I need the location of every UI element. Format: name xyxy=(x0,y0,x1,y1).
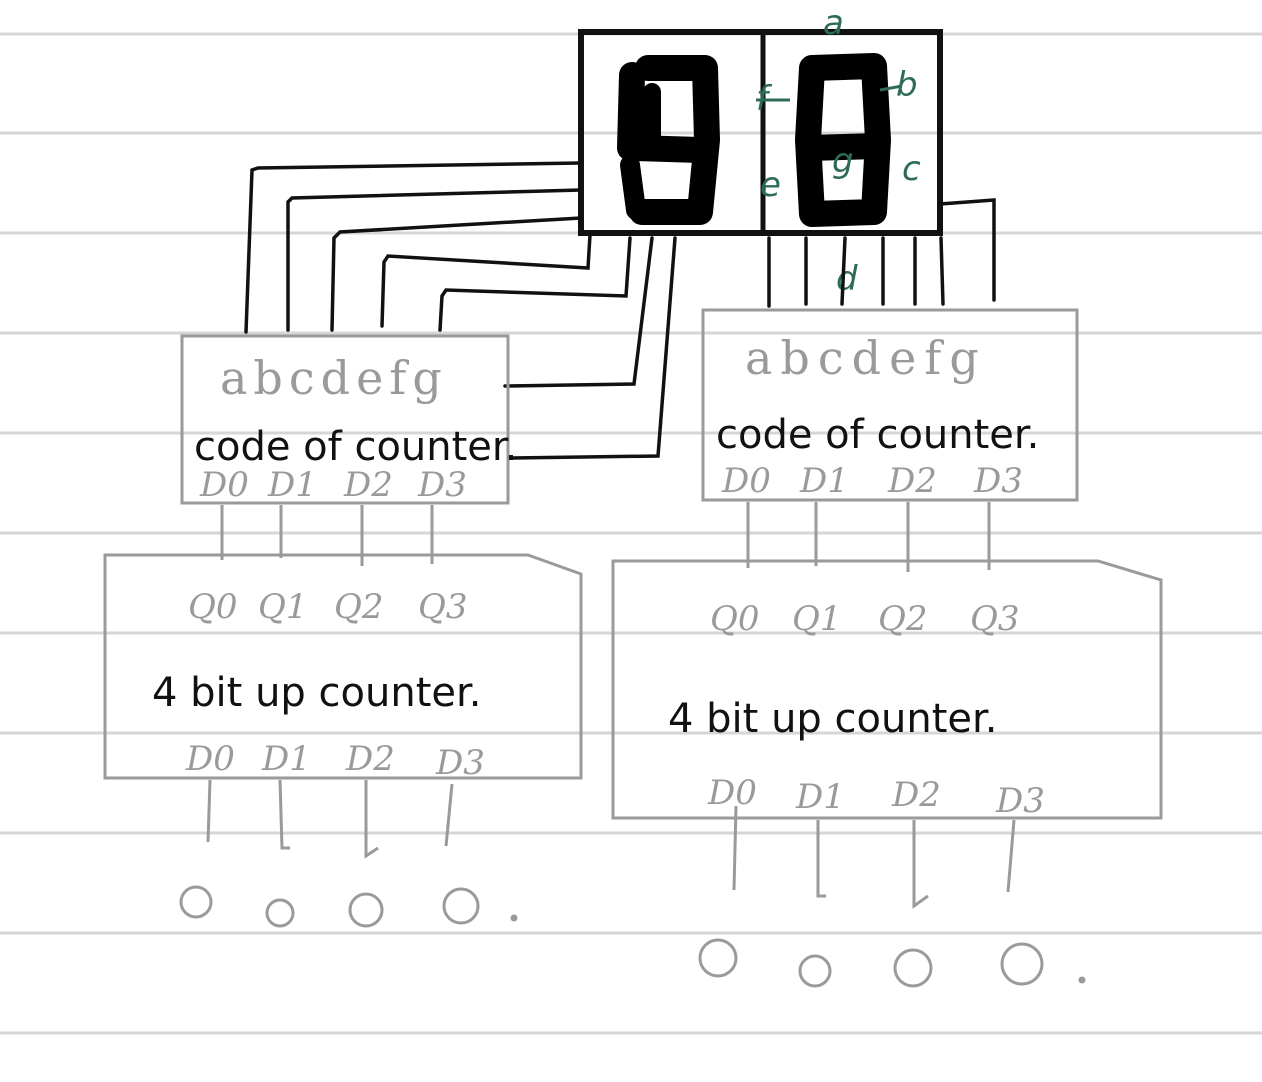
right-input-circle-2 xyxy=(893,948,933,988)
left-input-circle-2 xyxy=(348,892,384,928)
digit-left xyxy=(617,55,720,225)
segment-label-d: d xyxy=(836,259,858,299)
digit-left-value: 9 xyxy=(600,59,601,61)
left-input-circle-1 xyxy=(265,898,295,928)
segment-label-e: e xyxy=(760,165,781,205)
left-counter-output-q3: Q3 xyxy=(418,587,468,627)
right-decoder-input-d0: D0 xyxy=(721,461,771,501)
right-counter-input-d0: D0 xyxy=(707,773,757,813)
right-counter-input-d1: D1 xyxy=(795,777,845,817)
left-input-circle-3 xyxy=(442,887,480,925)
right-decoder-input-d1: D1 xyxy=(799,461,849,501)
right-decoder-pins: abcdefg xyxy=(745,331,987,385)
segment-label-g: g xyxy=(832,141,854,181)
right-counter-input-wires xyxy=(732,805,1016,909)
left-counter-output-q2: Q2 xyxy=(334,587,384,627)
right-counter-title: 4 bit up counter. xyxy=(668,696,997,742)
left-decoder: abcdefg code of counter. D0 D1 D2 D3 xyxy=(180,334,517,505)
left-input-circle-0 xyxy=(179,885,213,919)
right-input-dot xyxy=(1078,976,1086,984)
digit-right xyxy=(795,53,891,227)
right-counter-input-d2: D2 xyxy=(891,775,941,815)
left-decoder-input-d0: D0 xyxy=(199,465,249,505)
right-counter-output-q2: Q2 xyxy=(878,599,928,639)
left-counter-output-q0: Q0 xyxy=(188,587,238,627)
right-counter-output-q3: Q3 xyxy=(970,599,1020,639)
right-input-circle-1 xyxy=(798,954,832,988)
left-decoder-title: code of counter. xyxy=(194,424,517,470)
segment-label-b: b xyxy=(896,65,918,105)
left-decoder-input-d3: D3 xyxy=(417,465,467,505)
left-decoder-box xyxy=(180,334,510,505)
left-counter-output-q1: Q1 xyxy=(258,587,308,627)
segment-label-a: a xyxy=(823,3,844,43)
right-decoder-input-d2: D2 xyxy=(887,461,937,501)
right-counter-input-d3: D3 xyxy=(995,781,1045,821)
right-decoder-wires xyxy=(767,198,996,308)
segment-b-tick xyxy=(879,84,903,92)
right-decoder: abcdefg code of counter. D0 D1 D2 D3 xyxy=(701,308,1079,502)
right-counter-output-q1: Q1 xyxy=(792,599,842,639)
left-counter-title: 4 bit up counter. xyxy=(152,670,481,716)
digit-right-value: 8 xyxy=(800,59,801,61)
right-decoder-input-d3: D3 xyxy=(973,461,1023,501)
left-decoder-input-d1: D1 xyxy=(267,465,317,505)
right-counter-output-q0: Q0 xyxy=(710,599,760,639)
right-decoder-title: code of counter. xyxy=(716,412,1039,458)
left-decoder-pins: abcdefg xyxy=(220,351,448,405)
left-decoder-input-d2: D2 xyxy=(343,465,393,505)
left-counter-input-d0: D0 xyxy=(185,739,235,779)
left-decoder-to-counter-wires xyxy=(220,505,434,566)
right-input-circle-3 xyxy=(1000,942,1044,986)
right-counter: Q0 Q1 Q2 Q3 4 bit up counter. D0 D1 D2 D… xyxy=(611,559,1163,821)
left-counter-input-d2: D2 xyxy=(345,739,395,779)
display-frame xyxy=(578,29,943,236)
right-input-circles xyxy=(698,938,1086,988)
left-counter: Q0 Q1 Q2 Q3 4 bit up counter. D0 D1 D2 D… xyxy=(103,553,583,783)
left-counter-input-d3: D3 xyxy=(435,743,485,783)
right-decoder-box xyxy=(701,308,1079,502)
right-counter-box xyxy=(611,559,1163,820)
left-decoder-wires xyxy=(244,161,677,460)
right-input-circle-0 xyxy=(698,938,738,978)
ruled-lines xyxy=(0,32,1262,1035)
left-input-dot xyxy=(510,914,518,922)
left-input-circles xyxy=(179,885,518,928)
left-counter-box xyxy=(103,553,583,780)
left-counter-input-d1: D1 xyxy=(261,739,311,779)
segment-label-c: c xyxy=(902,149,921,189)
left-counter-input-wires xyxy=(206,779,454,859)
seven-segment-display: 9 8 a b c d e f g xyxy=(578,3,943,299)
